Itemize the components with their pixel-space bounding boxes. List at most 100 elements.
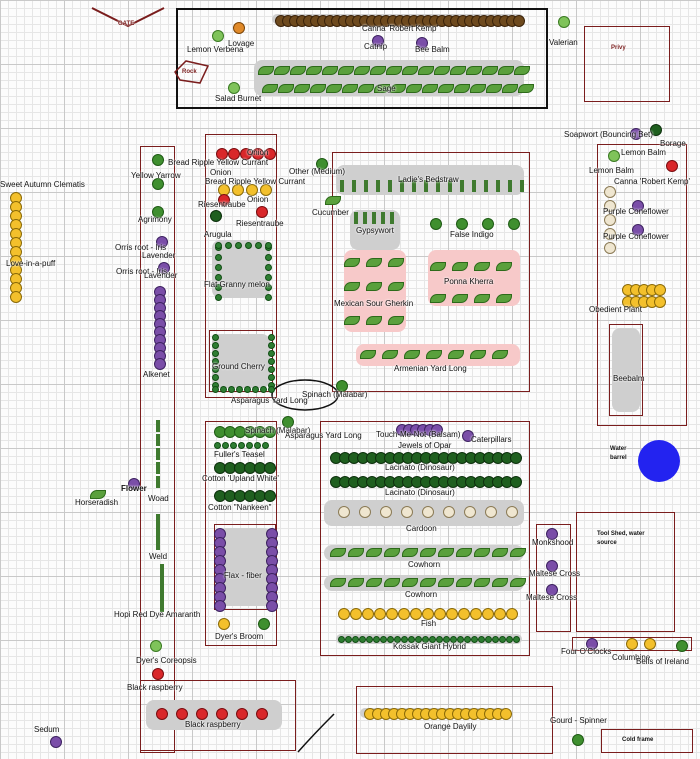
label-bells-of-ireland: Bells of Ireland (636, 657, 689, 666)
currant-plant-icon (246, 184, 258, 196)
ground-cherry-plant-icon (268, 334, 275, 341)
spinach-plant-icon (336, 380, 348, 392)
top-herb-bed[interactable] (176, 8, 548, 109)
label-cotton-nankeen: Cotton "Nankeen" (208, 503, 272, 512)
sage-plant-icon (418, 66, 434, 75)
cowhorn-plant-icon (384, 548, 400, 557)
sage-plant-icon (358, 84, 374, 93)
gypsywort-plant-icon (372, 212, 376, 224)
woad-plant-icon (156, 476, 160, 488)
tool-shed[interactable] (576, 512, 675, 632)
armenian-plant-icon (382, 350, 398, 359)
kossak-plant-icon (338, 636, 345, 643)
raspberry-bed[interactable] (140, 680, 296, 751)
cold-frame[interactable] (601, 729, 693, 753)
label-lacinato-1: Lacinato (Dinosaur) (385, 463, 455, 472)
melon-plant-icon (265, 254, 272, 261)
bedstraw-plant-icon (508, 180, 512, 192)
sage-plant-icon (338, 66, 354, 75)
label-dyers-coreopsis: Dyer's Coreopsis (136, 656, 197, 665)
fish-plant-icon (386, 608, 398, 620)
four-oclocks-bed[interactable] (572, 637, 692, 651)
kossak-plant-icon (464, 636, 471, 643)
sage-plant-icon (262, 84, 278, 93)
label-cowhorn-1: Cowhorn (408, 560, 441, 569)
gherkin-plant-icon (366, 258, 382, 267)
label-flat-granny: Flat Granny melon (204, 280, 270, 289)
beebalm-bed[interactable] (609, 324, 643, 416)
label-mexican-sour: Mexican Sour Gherkin (334, 299, 414, 308)
gherkin-plant-icon (388, 258, 404, 267)
raspberry-plant-icon (156, 708, 168, 720)
brassica-bed[interactable] (320, 421, 530, 656)
label-onion-2: Onion (210, 168, 232, 177)
kossak-plant-icon (359, 636, 366, 643)
fish-plant-icon (338, 608, 350, 620)
sedum-plant-icon (50, 736, 62, 748)
gate-swing-arc (297, 713, 335, 753)
label-rock: Rock (182, 69, 197, 75)
label-privy: Privy (611, 45, 626, 51)
kossak-plant-icon (373, 636, 380, 643)
right-herb-bed[interactable] (597, 144, 687, 426)
cowhorn-plant-icon (492, 578, 508, 587)
gate-shape[interactable] (88, 6, 168, 30)
gherkin-plant-icon (388, 316, 404, 325)
teasel-plant-icon (222, 442, 229, 449)
coneflower-plant-icon (604, 228, 616, 240)
sage-plant-icon (278, 84, 294, 93)
sage-plant-icon (514, 66, 530, 75)
kossak-plant-icon (394, 636, 401, 643)
fish-plant-icon (470, 608, 482, 620)
label-ladies-bedstraw: Ladie's Bedstraw (398, 175, 459, 184)
cucurbit-bed[interactable] (332, 152, 530, 392)
sage-plant-icon (438, 84, 454, 93)
privy-box[interactable] (584, 26, 670, 102)
label-monkshood: Monkshood (532, 538, 574, 547)
sage-plant-icon (402, 66, 418, 75)
coneflower-plant-icon (632, 200, 644, 212)
label-valerian: Valerian (549, 38, 578, 47)
bedstraw-plant-icon (364, 180, 368, 192)
beebalm-patch (612, 328, 640, 412)
label-canna-top: Canna 'Robert Kemp' (362, 24, 438, 33)
armenian-plant-icon (470, 350, 486, 359)
lovage-plant-icon (233, 22, 245, 34)
bee-balm-plant-icon (416, 37, 428, 49)
ground-cherry-plant-icon (268, 386, 275, 393)
rock-shape[interactable] (172, 58, 212, 86)
kossak-plant-icon (408, 636, 415, 643)
currant-plant-icon (260, 184, 272, 196)
armenian-plant-icon (404, 350, 420, 359)
coreopsis-plant-icon (150, 640, 162, 652)
daylily-bed[interactable] (356, 686, 553, 754)
water-barrel-icon[interactable] (638, 440, 680, 482)
armenian-plant-icon (448, 350, 464, 359)
label-hopi: Hopi Red Dye Amaranth (114, 610, 201, 619)
melon-plant-icon (225, 242, 232, 249)
spinach-malabar-ellipse[interactable] (270, 378, 340, 412)
yarrow-plant-icon (152, 178, 164, 190)
coneflower-plant-icon (604, 242, 616, 254)
tomato-bed[interactable] (205, 134, 277, 398)
melon-plant-icon (215, 254, 222, 261)
label-bread-ripple-1: Bread Ripple Yellow Currant (168, 158, 269, 167)
label-sweet-autumn: Sweet Autumn Clematis (0, 180, 85, 189)
left-dye-bed[interactable] (140, 146, 175, 753)
label-maltese-2: Maltese Cross (526, 593, 578, 602)
label-lavender-1: Lavender (142, 251, 176, 260)
catnip-plant-icon (372, 35, 384, 47)
melon-plant-icon (265, 264, 272, 271)
bedstraw-plant-icon (400, 180, 404, 192)
monkshood-bed[interactable] (536, 524, 571, 632)
label-gourd-spinner: Gourd - Spinner (550, 716, 607, 725)
woad-plant-icon (156, 448, 160, 460)
sage-plant-icon (374, 84, 390, 93)
fish-plant-icon (494, 608, 506, 620)
teasel-plant-icon (262, 442, 269, 449)
melon-plant-icon (215, 264, 222, 271)
ground-cherry-plant-icon (260, 386, 267, 393)
label-canna-right: Canna 'Robert Kemp' (614, 177, 690, 186)
label-maltese-1: Maltese Cross (529, 569, 581, 578)
weld-plant-icon (156, 538, 160, 550)
